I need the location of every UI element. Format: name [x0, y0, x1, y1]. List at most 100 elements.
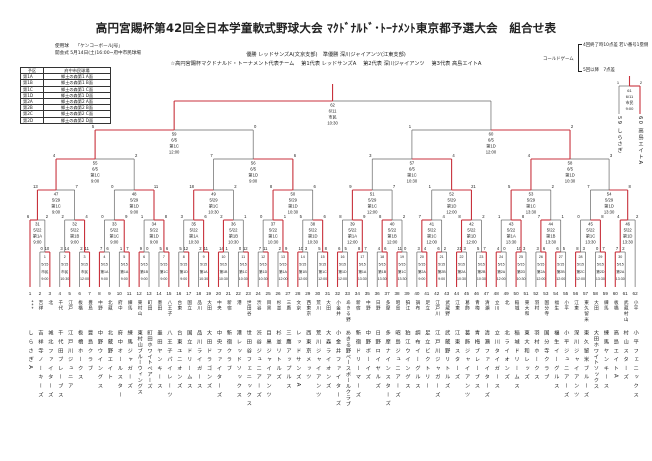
score-left: 5	[318, 246, 321, 251]
game-date: 5/22	[507, 228, 516, 233]
venue-table-header: 予区 府中市民球場	[20, 66, 111, 75]
game-date: 5/15	[299, 262, 306, 266]
game-number: 5	[123, 255, 125, 259]
game-venue: 市民	[328, 114, 336, 121]
score-right: 6	[543, 246, 546, 251]
score-left: 8	[270, 184, 273, 189]
game-number: 33	[112, 222, 117, 227]
game-time: 10:30	[268, 240, 279, 245]
team-name: 多摩ナインスターズ	[384, 330, 391, 410]
score-left: 0	[111, 184, 114, 189]
score-right: 2	[482, 214, 485, 219]
game-number: 8	[183, 255, 185, 259]
score-right: 5	[344, 246, 347, 251]
score-right: 6	[314, 184, 317, 189]
team-district: 武蔵野	[444, 300, 450, 317]
team-name: 小金井ファイターズ	[334, 330, 341, 410]
game-number: 56	[251, 161, 256, 166]
game-time: 9:00	[160, 277, 167, 281]
venue-name: 郷土の森第1 D面	[43, 91, 111, 100]
team-number: 6	[78, 291, 81, 296]
score-right: 14	[64, 246, 69, 251]
game-number: 25	[519, 255, 523, 259]
score-right: 7	[393, 184, 396, 189]
team-district: 中央	[216, 300, 222, 312]
score-left: 3	[60, 246, 63, 251]
game-venue: 第1C	[398, 269, 407, 274]
game-time: 12:00	[387, 240, 398, 245]
game-number: 11	[241, 255, 245, 259]
game-time: 13:30	[604, 210, 615, 215]
score-left: 0	[41, 246, 44, 251]
game-time: 9:00	[91, 179, 100, 184]
team-number: 54	[553, 291, 559, 296]
score-left: 4	[497, 246, 500, 251]
team-district: 江戸	[67, 300, 73, 312]
game-number: 49	[211, 192, 216, 197]
game-number: 55	[93, 161, 98, 166]
venue-name: 郷土の森第2 B面	[43, 104, 111, 112]
team-name: 東久留米ブルーズ	[582, 330, 589, 401]
game-date: 5/29	[289, 198, 298, 203]
game-venue: 第1D	[467, 233, 477, 240]
team-number: 60	[613, 291, 619, 296]
score-left: 21	[457, 246, 462, 251]
team-name: 豊島クラブ	[86, 330, 93, 374]
game-venue: 第1D	[447, 203, 457, 210]
score-left: 1	[409, 124, 412, 129]
game-time: 10:30	[327, 121, 338, 126]
game-venue: 第1A	[33, 233, 43, 240]
team-district: 荒川	[315, 300, 321, 312]
team-district: 東村山	[137, 300, 143, 317]
team-number: 43	[444, 291, 450, 296]
team-district: 町田	[147, 300, 153, 312]
team-name: 大森ライオンズ	[324, 330, 331, 392]
team-name: 国立ドリームス	[185, 330, 192, 392]
game-time: 12:00	[80, 277, 89, 281]
game-date: 5/22	[309, 228, 318, 233]
team-district: 新宿	[226, 300, 232, 312]
game-venue: 第1B	[378, 269, 387, 274]
score-left: 11	[398, 246, 403, 251]
game-venue: 第2D	[517, 269, 526, 274]
team-district: 台東	[176, 300, 182, 312]
team-name: 江戸川ジャガーズ	[433, 330, 440, 401]
game-time: 9:00	[438, 277, 445, 281]
game-date: 5/29	[130, 198, 139, 203]
game-venue: 第2A	[458, 269, 467, 274]
score-left: 8	[576, 246, 579, 251]
game-number: 2	[64, 255, 66, 259]
team-number: 62	[633, 291, 639, 296]
game-date: 5/29	[209, 198, 218, 203]
team-district: 三鷹	[285, 300, 291, 312]
team-number: 56	[573, 291, 579, 296]
game-number: 62	[330, 103, 335, 108]
score-right: 0	[254, 124, 257, 129]
team-district: 墨田	[156, 300, 162, 312]
game-number: 6	[143, 255, 145, 259]
team-district: 調布	[414, 300, 420, 312]
game-number: 1	[44, 255, 46, 259]
team-name: 品川ライガース	[195, 330, 202, 392]
team-number: 25	[266, 291, 272, 296]
score-left: 8	[339, 214, 342, 219]
team-name: 江東スターズ	[453, 330, 460, 383]
team-district: 豊島	[87, 300, 93, 312]
score-left: 2	[220, 214, 223, 219]
game-number: 50	[291, 192, 296, 197]
score-left: 1	[429, 184, 432, 189]
score-left: 7	[587, 184, 590, 189]
cold-game-rule-2: 5回以降 7点差	[583, 68, 615, 73]
score-right: 4	[85, 214, 88, 219]
game-venue: 第1C	[169, 143, 179, 150]
team-name: 杉並リトルズ	[275, 330, 281, 383]
game-venue: 第1C	[319, 269, 328, 274]
team-name: 中野ウイングス	[96, 330, 103, 392]
team-name: 立川タイガース	[493, 330, 500, 392]
game-number: 54	[607, 192, 612, 197]
team-name: 三鷹アップルス	[284, 330, 291, 392]
game-date: 5/15	[557, 262, 564, 266]
